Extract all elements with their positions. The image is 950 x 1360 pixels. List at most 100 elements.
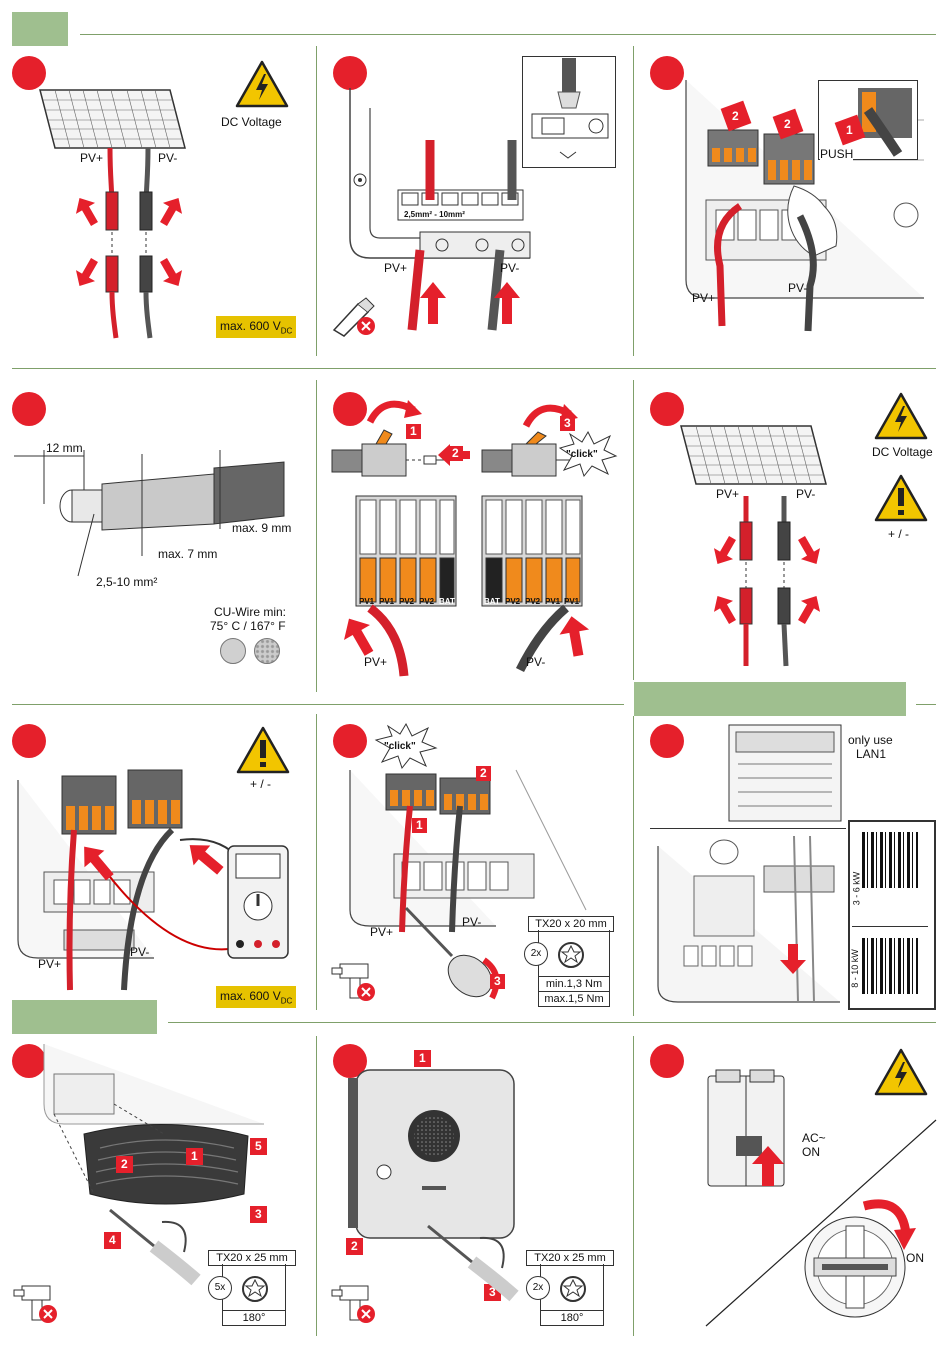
- dc-switch-icon: [804, 1216, 906, 1318]
- pv-cables-panel2: [407, 140, 517, 331]
- pv-cables-panel6: [739, 496, 791, 667]
- pv-minus-label: PV-: [500, 261, 520, 275]
- rotation-box: 180°: [222, 1310, 286, 1326]
- strain-relief-clamps: [419, 231, 531, 259]
- arrow-icon: [75, 198, 98, 226]
- torx-bit-icon: [558, 942, 584, 968]
- section-tab-1: [12, 12, 68, 46]
- torx-bit-icon: [560, 1276, 586, 1302]
- terminal-label: PV1: [359, 597, 375, 606]
- wire-note-line1: CU-Wire min:: [214, 605, 286, 619]
- pv-cables-panel8: [399, 805, 463, 933]
- count-badge: 5x: [208, 1276, 232, 1300]
- inverter-cover-install: [43, 1044, 264, 1205]
- step-marker-8: [333, 724, 367, 758]
- connector-side-view-right: [481, 431, 570, 477]
- torque-max: max.1,5 Nm: [544, 993, 604, 1005]
- terminal-label: PV2: [525, 597, 541, 606]
- divider-v5: [316, 714, 317, 1010]
- panel9-rule: [650, 828, 846, 829]
- badge-2-label: 2: [448, 446, 463, 461]
- high-voltage-warning-icon: [235, 60, 289, 108]
- step-marker-5: [333, 392, 367, 426]
- multimeter-icon: [227, 845, 289, 959]
- pv-minus-label: PV-: [526, 655, 546, 669]
- arrow-icon: [713, 536, 736, 564]
- switch-on-label: ON: [906, 1251, 924, 1265]
- pv-plus-label: PV+: [716, 487, 740, 501]
- terminal-label: PV2: [419, 597, 435, 606]
- high-voltage-warning-icon: [874, 1048, 928, 1096]
- high-voltage-warning-icon: [874, 392, 928, 440]
- connector-block-left: [355, 495, 457, 607]
- terminal-label: PV1: [545, 597, 561, 606]
- qr-code-icon: [862, 832, 918, 888]
- pv-plus-label: PV+: [80, 151, 104, 165]
- step-marker-4: [12, 392, 46, 426]
- arrow-icon: [160, 198, 183, 226]
- pv-minus-label: PV-: [130, 945, 150, 959]
- cable-detail-inset: [522, 56, 616, 168]
- screwdriver-icon: [427, 1224, 519, 1302]
- divider-h2: [12, 704, 624, 705]
- connector-plug-right: [439, 777, 491, 815]
- no-cutter-icon: [332, 297, 375, 337]
- step-marker-6: [650, 392, 684, 426]
- badge-2: [772, 108, 804, 140]
- dc-voltage-warning-label: DC Voltage: [872, 445, 933, 459]
- step-marker-9: [650, 724, 684, 758]
- no-drill-icon: [13, 1285, 57, 1323]
- arrow-up-icon: [752, 1146, 784, 1186]
- arrow-up-icon: [559, 616, 590, 657]
- inverter-front-cover: [348, 1069, 515, 1239]
- strip-length-label: 12 mm: [46, 441, 83, 455]
- max-voltage-text: max. 600 V: [220, 319, 281, 333]
- pv-minus-label: PV-: [788, 281, 808, 295]
- outer-diameter-label: max. 9 mm: [232, 521, 292, 535]
- badge-1-label: 1: [414, 1050, 431, 1067]
- arrow-icon: [160, 258, 183, 286]
- qr-1-label: 3 - 6 kW: [851, 871, 862, 906]
- lan-note-line2: LAN1: [856, 747, 887, 761]
- click-label: "click": [384, 741, 416, 752]
- terminal-label: PV1: [379, 597, 395, 606]
- badge-1-label: 1: [846, 123, 853, 137]
- badge-4-label: 4: [104, 1232, 121, 1249]
- torque-spec-box: TX20 x 25 mm: [526, 1250, 614, 1266]
- section-rule-2: [916, 704, 936, 705]
- pv-minus-label: PV-: [462, 915, 482, 929]
- divider-h1: [12, 368, 936, 369]
- arrow-icon: [798, 596, 821, 624]
- tool-spec: TX20 x 25 mm: [534, 1252, 606, 1264]
- inverter-interior-illustration: [657, 835, 840, 1003]
- qr-divider: [852, 926, 928, 927]
- arrow-icon: [189, 845, 224, 875]
- arrow-icon: [75, 258, 98, 286]
- terminal-label: PV1: [564, 597, 580, 606]
- divider-v7: [316, 1036, 317, 1336]
- badge-2-label: 2: [784, 117, 791, 131]
- pv-minus-label: PV-: [158, 151, 178, 165]
- pv-cables-panel1: [105, 147, 153, 339]
- count-badge: 2x: [524, 942, 548, 966]
- torque-spec-box: TX20 x 25 mm: [208, 1250, 296, 1266]
- diagonal-divider: [705, 1119, 937, 1327]
- badge-2-label: 2: [732, 109, 739, 123]
- badge-5-label: 5: [250, 1138, 267, 1155]
- badge-2-label: 2: [346, 1238, 363, 1255]
- max-voltage-badge: max. 600 VDC: [216, 986, 297, 1009]
- divider-v4: [633, 380, 634, 680]
- terminal-label: PV2: [505, 597, 521, 606]
- badge-1-label: 1: [406, 424, 421, 439]
- pv-plus-label: PV+: [692, 291, 716, 305]
- connector-plug-left: [61, 775, 117, 835]
- divider-v8: [633, 1036, 634, 1336]
- max-voltage-sub: DC: [280, 326, 293, 336]
- solar-panel-illustration: [39, 89, 186, 149]
- badge-1-label: 1: [186, 1148, 203, 1165]
- divider-v2: [633, 46, 634, 356]
- pv-cables-panel5: [367, 604, 569, 677]
- badge-2-label: 2: [476, 766, 491, 781]
- divider-v1: [316, 46, 317, 356]
- pv-plus-label: PV+: [364, 655, 388, 669]
